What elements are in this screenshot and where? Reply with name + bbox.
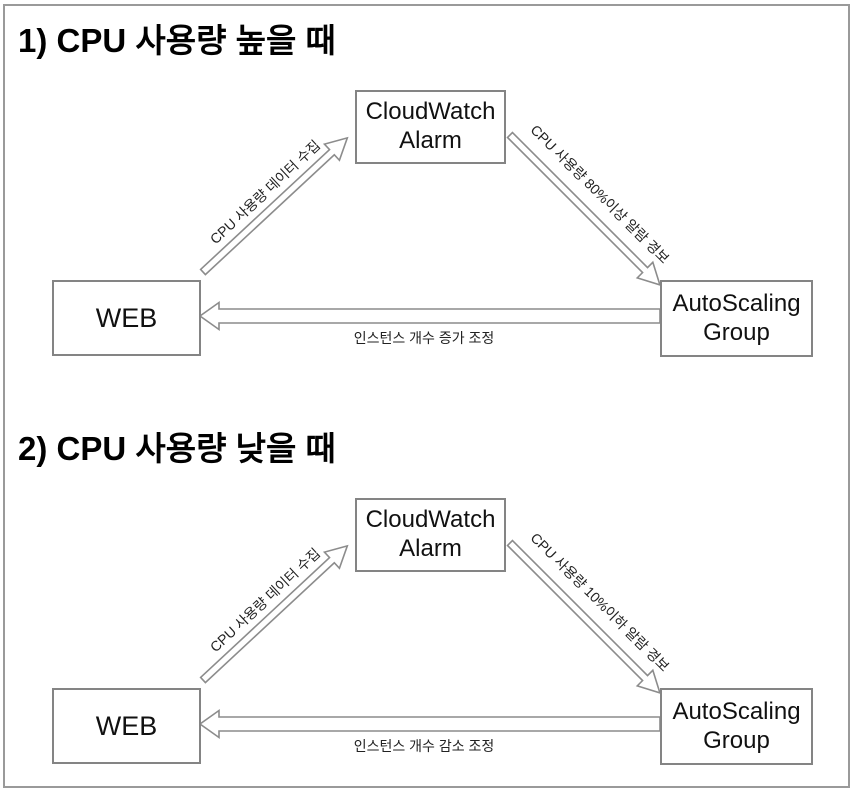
arrow-alarm-notify: [506, 131, 662, 287]
arrow-adjust-instances: [198, 708, 661, 740]
arrow-collect-metrics: [199, 136, 349, 276]
web-box: WEB: [52, 280, 201, 356]
diagram-high-cpu: 1) CPU 사용량 높을 때 CloudWatch Alarm WEB Aut…: [0, 0, 854, 390]
arrow-adjust-label: 인스턴스 개수 증가 조정: [353, 330, 495, 346]
arrow-layer: [198, 131, 662, 332]
arrow-collect-metrics: [199, 544, 349, 684]
arrow-alarm-notify: [506, 539, 662, 695]
cloudwatch-alarm-box: CloudWatch Alarm: [355, 498, 506, 572]
autoscaling-group-box: AutoScaling Group: [660, 280, 813, 357]
arrow-layer: [198, 539, 662, 740]
diagram-title: 2) CPU 사용량 낮을 때: [18, 430, 336, 467]
arrow-adjust-label: 인스턴스 개수 감소 조정: [353, 738, 495, 754]
diagram-title: 1) CPU 사용량 높을 때: [18, 22, 336, 59]
autoscaling-group-box: AutoScaling Group: [660, 688, 813, 765]
cloudwatch-alarm-box: CloudWatch Alarm: [355, 90, 506, 164]
arrow-adjust-instances: [198, 300, 661, 332]
diagram-low-cpu: 2) CPU 사용량 낮을 때 CloudWatch Alarm WEB Aut…: [0, 408, 854, 798]
web-box: WEB: [52, 688, 201, 764]
